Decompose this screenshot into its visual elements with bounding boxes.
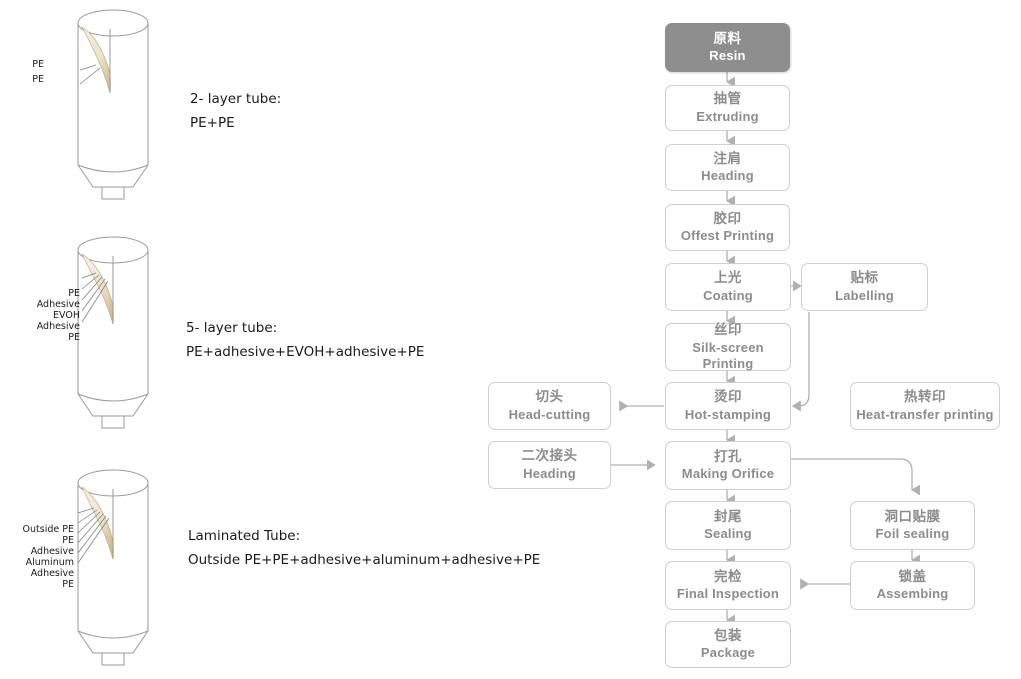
flow-node-offset-printing[interactable]: 胶印 Offest Printing bbox=[665, 204, 790, 251]
tube-illustration-laminated bbox=[77, 469, 149, 666]
tube-layer-label: EVOH bbox=[53, 310, 80, 321]
tube-caption-detail: Outside PE+PE+adhesive+aluminum+adhesive… bbox=[188, 551, 541, 568]
flow-node-label-cn: 丝印 bbox=[714, 322, 742, 338]
tube-caption-two-layer: 2- layer tube: PE+PE bbox=[190, 88, 281, 135]
tube-illustration-five-layer bbox=[77, 236, 149, 429]
tube-caption-title: 2- layer tube: bbox=[190, 91, 282, 107]
flow-node-heading-2[interactable]: 二次接头 Heading bbox=[488, 441, 611, 489]
flow-node-label-en: Resin bbox=[709, 48, 746, 64]
tube-layer-label: PE bbox=[32, 59, 44, 70]
tube-layer-label: Adhesive bbox=[30, 568, 74, 579]
tube-layer-label: Adhesive bbox=[36, 321, 80, 332]
flow-node-label-en: Sealing bbox=[704, 526, 752, 542]
flow-node-label-cn: 锁盖 bbox=[898, 568, 927, 584]
flow-node-label-en: Coating bbox=[703, 287, 753, 303]
tube-layer-label: PE bbox=[68, 288, 80, 299]
flow-node-label-en: Final Inspection bbox=[676, 586, 780, 602]
flow-node-label-en: Extruding bbox=[696, 108, 759, 124]
flow-node-label-cn: 原料 bbox=[713, 30, 742, 46]
flow-node-label-cn: 打孔 bbox=[714, 448, 742, 464]
tube-caption-detail: PE+adhesive+EVOH+adhesive+PE bbox=[186, 343, 425, 360]
flow-node-label-cn: 热转印 bbox=[904, 389, 946, 405]
flow-node-label-en: Heading bbox=[701, 168, 754, 184]
tube-layer-label: Adhesive bbox=[30, 546, 74, 557]
flow-node-label-cn: 切头 bbox=[535, 389, 564, 405]
tube-caption-title: Laminated Tube: bbox=[188, 528, 301, 544]
flow-node-making-orifice[interactable]: 打孔 Making Orifice bbox=[665, 441, 791, 490]
flow-node-label-en: Head-cutting bbox=[508, 406, 591, 422]
flow-node-coating[interactable]: 上光 Coating bbox=[665, 263, 791, 311]
tube-layer-label: PE bbox=[62, 579, 74, 590]
flow-node-label-cn: 包装 bbox=[714, 627, 742, 643]
tube-layer-label: PE bbox=[32, 74, 44, 85]
flow-node-head-cutting[interactable]: 切头 Head-cutting bbox=[488, 382, 611, 430]
flow-node-labelling[interactable]: 贴标 Labelling bbox=[801, 263, 928, 311]
flow-node-label-cn: 封尾 bbox=[714, 508, 742, 524]
flow-node-final-inspection[interactable]: 完检 Final Inspection bbox=[665, 561, 791, 610]
flow-node-label-cn: 烫印 bbox=[714, 389, 742, 405]
flow-node-heading-1[interactable]: 注肩 Heading bbox=[665, 144, 790, 191]
flow-node-resin[interactable]: 原料 Resin bbox=[665, 23, 790, 72]
flow-node-package[interactable]: 包装 Package bbox=[665, 621, 791, 668]
tube-caption-detail: PE+PE bbox=[190, 114, 235, 131]
flow-node-label-cn: 抽管 bbox=[713, 91, 742, 107]
flow-node-sealing[interactable]: 封尾 Sealing bbox=[665, 501, 791, 550]
flow-node-label-en: Offest Printing bbox=[680, 228, 775, 244]
flow-node-label-en: Silk-screen Printing bbox=[692, 339, 764, 371]
flow-node-hot-stamping[interactable]: 烫印 Hot-stamping bbox=[665, 382, 791, 430]
tube-layer-label: Outside PE bbox=[22, 524, 74, 535]
tube-layer-label: Adhesive bbox=[36, 299, 80, 310]
flow-node-silk-screen-printing[interactable]: 丝印 Silk-screen Printing bbox=[665, 322, 791, 371]
flow-node-label-cn: 贴标 bbox=[850, 270, 879, 286]
tube-layer-label: Aluminum bbox=[25, 557, 74, 568]
flow-node-label-en: Heading bbox=[523, 465, 576, 481]
flow-node-label-en: Making Orifice bbox=[681, 466, 775, 482]
flow-node-label-cn: 二次接头 bbox=[521, 448, 578, 464]
flow-node-foil-sealing[interactable]: 洞口贴膜 Foil sealing bbox=[850, 501, 975, 550]
flow-node-label-en: Heat-transfer printing bbox=[856, 406, 994, 422]
tube-caption-laminated: Laminated Tube: Outside PE+PE+adhesive+a… bbox=[188, 525, 540, 572]
flow-node-label-en: Foil sealing bbox=[875, 526, 950, 542]
flow-node-label-en: Hot-stamping bbox=[684, 406, 772, 422]
flow-node-label-cn: 洞口贴膜 bbox=[884, 508, 941, 524]
flow-node-label-en: Assembing bbox=[876, 586, 949, 602]
tube-caption-five-layer: 5- layer tube: PE+adhesive+EVOH+adhesive… bbox=[186, 317, 424, 364]
tube-illustration-two-layer bbox=[77, 9, 149, 200]
tube-caption-title: 5- layer tube: bbox=[186, 320, 278, 336]
flow-node-heat-transfer-printing[interactable]: 热转印 Heat-transfer printing bbox=[850, 382, 1000, 430]
tube-layer-label: PE bbox=[68, 332, 80, 343]
flow-node-label-cn: 上光 bbox=[714, 270, 742, 286]
flow-node-label-cn: 完检 bbox=[714, 568, 742, 584]
flow-node-label-en: Package bbox=[700, 645, 756, 661]
flow-node-extruding[interactable]: 抽管 Extruding bbox=[665, 85, 790, 131]
tube-layer-label: PE bbox=[62, 535, 74, 546]
flow-node-assembing[interactable]: 锁盖 Assembing bbox=[850, 561, 975, 610]
flow-node-label-cn: 胶印 bbox=[713, 210, 742, 226]
flow-node-label-cn: 注肩 bbox=[713, 150, 742, 166]
flow-node-label-en: Labelling bbox=[835, 287, 894, 303]
